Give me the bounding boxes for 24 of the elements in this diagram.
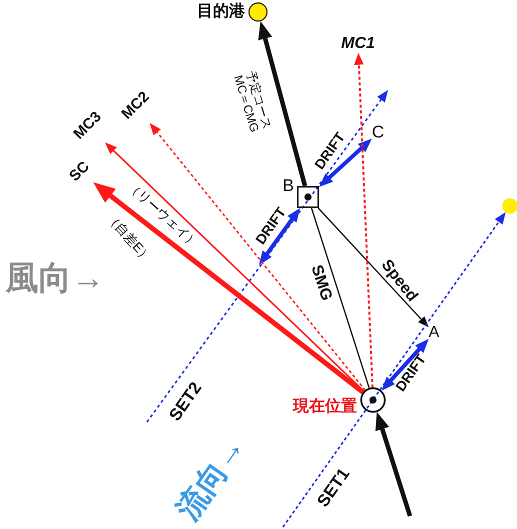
thick-double-arrow (381, 338, 429, 391)
thick-double-arrow (319, 138, 372, 187)
thick-double-arrow (258, 208, 300, 266)
angle-note: （自差E） (103, 210, 155, 266)
position-label: 現在位置 (293, 398, 357, 416)
point-label: C (372, 124, 384, 142)
arrow (105, 142, 365, 392)
dotted-arrow (282, 212, 506, 528)
edge-label: 予定コース MC＝CMG (230, 68, 276, 136)
edge-label: SMG (307, 262, 335, 304)
thick-arrow (375, 412, 412, 517)
thick-arrow (93, 182, 365, 394)
arrow (318, 208, 429, 328)
dotted-arrow (150, 123, 366, 391)
line (310, 208, 370, 388)
point-label: A (428, 324, 440, 342)
dotted-arrow (354, 52, 374, 388)
course-label: SC (66, 158, 94, 186)
course-label: MC1 (341, 35, 375, 53)
thick-arrow (258, 21, 308, 187)
place-label: 目的港 (197, 3, 245, 21)
current-direction-caption: 流向→ (170, 430, 252, 526)
point-label: B (282, 176, 294, 196)
wind-direction-caption: 風向→ (6, 260, 104, 296)
